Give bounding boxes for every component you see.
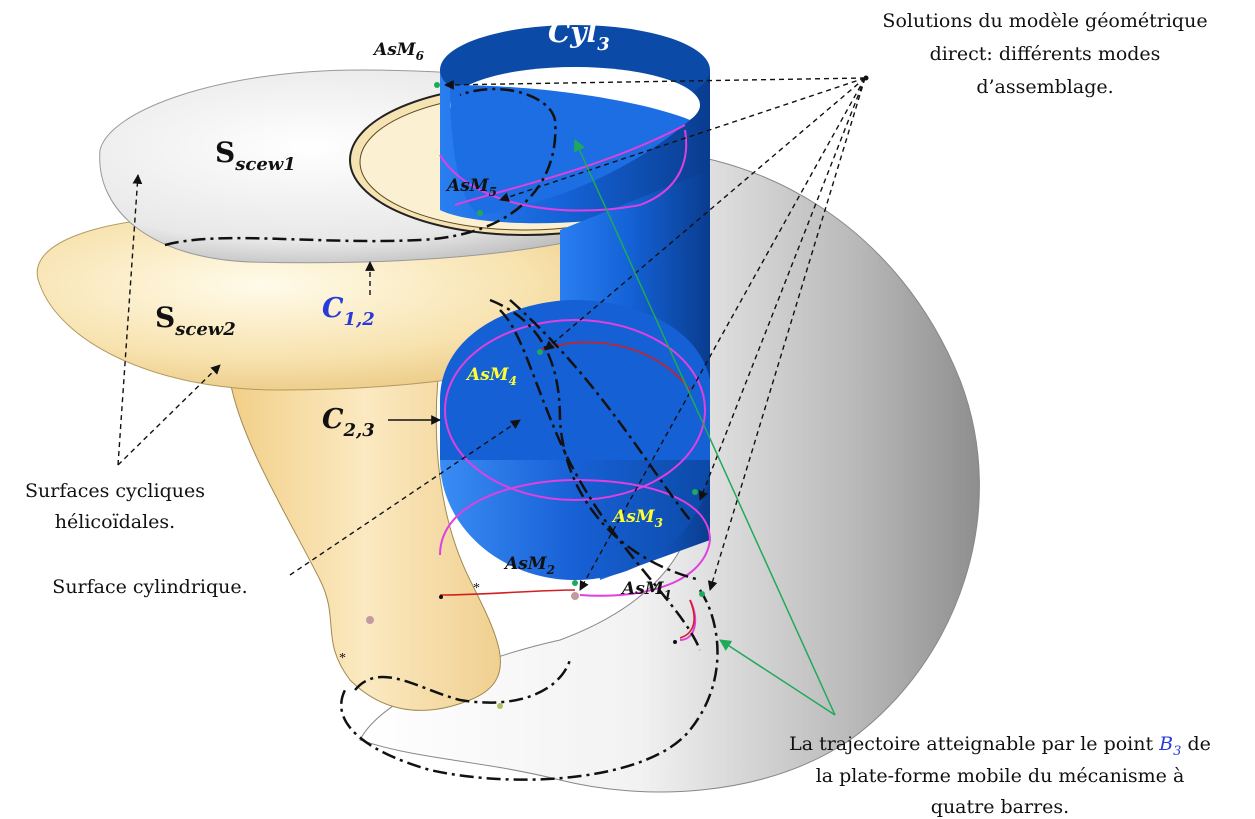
cyl3-label: Cyl3 [548, 16, 610, 55]
svg-text:*: * [339, 651, 346, 666]
green-arrows [573, 138, 836, 716]
svg-text:quatre barres.: quatre barres. [931, 796, 1069, 818]
svg-text:d’assemblage.: d’assemblage. [976, 76, 1113, 98]
trajectory-curves [164, 87, 719, 781]
cylinder-inner-wall [450, 85, 690, 215]
solutions-anchor-dot [863, 75, 869, 81]
surfaces-annotation: Surfaces cycliques hélicoïdales. [25, 480, 205, 533]
cylindrical-annotation: Surface cylindrique. [52, 576, 247, 598]
cylinder-section-upper [440, 300, 710, 460]
svg-text:Surfaces cycliques: Surfaces cycliques [25, 480, 205, 502]
solutions-annotation: Solutions du modèle géométrique direct: … [882, 10, 1207, 98]
asm3-label: AsM3 [611, 507, 663, 530]
asm5-label: AsM5 [445, 176, 497, 199]
svg-text:La trajectoire atteignable par: La trajectoire atteignable par le point … [789, 733, 1211, 759]
dashed-arrows [117, 77, 866, 591]
svg-text:hélicoïdales.: hélicoïdales. [55, 511, 175, 533]
s-scew1-label: Sscew1 [215, 136, 296, 175]
red-curves [439, 341, 695, 639]
trajectory-annotation: La trajectoire atteignable par le point … [789, 733, 1211, 818]
asm2-label: AsM2 [503, 554, 555, 577]
assembly-points: * * [339, 82, 705, 709]
svg-text:Solutions du modèle géométriqu: Solutions du modèle géométrique [882, 10, 1207, 32]
asm4-label: AsM4 [465, 365, 517, 388]
asm6-label: AsM6 [372, 40, 425, 63]
svg-text:la plate-forme mobile du mécan: la plate-forme mobile du mécanisme à [816, 765, 1185, 787]
asm1-label: AsM1 [620, 579, 672, 602]
svg-text:direct: différents modes: direct: différents modes [930, 43, 1161, 65]
svg-text:*: * [473, 581, 480, 596]
c12-label: C1,2 [322, 293, 375, 330]
s-scew2-label: Sscew2 [155, 301, 236, 340]
c23-label: C2,3 [322, 404, 375, 441]
